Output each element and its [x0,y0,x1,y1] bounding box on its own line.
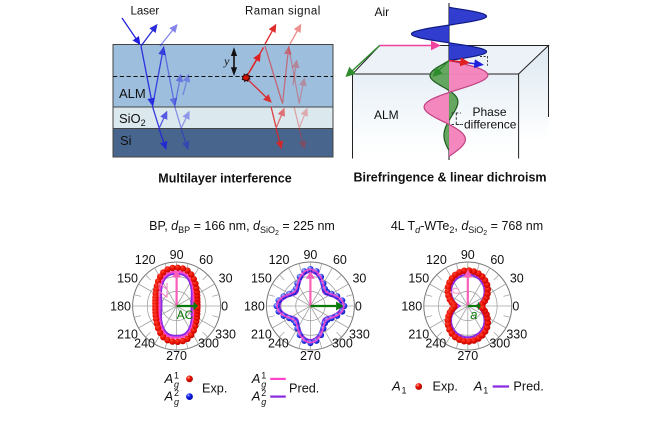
svg-text:1: 1 [174,371,179,381]
svg-text:210: 210 [117,328,138,342]
svg-text:g: g [261,397,266,407]
svg-text:Exp.: Exp. [202,382,227,396]
svg-text:330: 330 [349,328,370,342]
svg-text:A: A [164,371,174,386]
svg-text:240: 240 [134,337,155,351]
svg-text:300: 300 [198,337,219,351]
svg-text:150: 150 [117,272,138,286]
svg-text:90: 90 [461,248,475,262]
svg-text:300: 300 [489,337,510,351]
svg-text:Si: Si [120,133,132,148]
svg-text:0: 0 [221,300,228,314]
svg-text:Exp.: Exp. [433,380,458,394]
svg-text:60: 60 [490,253,504,267]
svg-text:b: b [447,287,462,294]
svg-text:4L Td-WTe2, dSiO2 = 768 nm: 4L Td-WTe2, dSiO2 = 768 nm [391,219,543,237]
svg-text:270: 270 [166,349,187,363]
svg-text:ALM: ALM [119,86,146,101]
svg-text:60: 60 [199,253,213,267]
svg-text:ALM: ALM [374,108,399,122]
svg-text:1: 1 [261,371,266,381]
svg-text:270: 270 [300,349,321,363]
svg-text:g: g [174,380,179,390]
svg-text:30: 30 [510,272,524,286]
svg-text:Birefringence & linear dichroi: Birefringence & linear dichroism [353,171,546,185]
svg-text:240: 240 [268,337,289,351]
svg-text:ZZ: ZZ [156,282,171,298]
svg-text:Air: Air [375,5,390,19]
svg-text:Raman signal: Raman signal [245,6,321,18]
svg-text:0: 0 [355,300,362,314]
svg-text:g: g [174,397,179,407]
svg-text:330: 330 [215,328,236,342]
svg-text:A: A [391,379,401,394]
svg-text:180: 180 [244,300,265,314]
svg-text:30: 30 [219,272,233,286]
svg-text:150: 150 [251,272,272,286]
svg-text:180: 180 [110,300,131,314]
svg-text:A: A [251,389,261,404]
svg-text:A: A [164,389,174,404]
svg-text:0: 0 [512,300,519,314]
svg-text:1: 1 [483,386,488,396]
svg-text:2: 2 [174,388,179,398]
svg-text:270: 270 [457,349,478,363]
svg-text:AC: AC [177,308,194,322]
svg-text:A: A [251,371,261,386]
svg-text:120: 120 [426,253,447,267]
svg-text:60: 60 [333,253,347,267]
svg-text:g: g [261,380,266,390]
svg-text:difference: difference [464,118,517,132]
svg-text:a: a [470,307,477,322]
svg-text:Multilayer interference: Multilayer interference [158,172,291,186]
svg-text:Pred.: Pred. [513,380,543,394]
svg-text:SiO2: SiO2 [119,111,146,128]
svg-text:210: 210 [251,328,272,342]
svg-text:Pred.: Pred. [289,382,319,396]
svg-text:90: 90 [303,248,317,262]
svg-text:300: 300 [332,337,353,351]
svg-text:2: 2 [261,388,266,398]
svg-text:Laser: Laser [131,6,160,18]
svg-text:180: 180 [401,300,422,314]
svg-text:BP, dBP = 166 nm, dSiO2 = 225: BP, dBP = 166 nm, dSiO2 = 225 nm [149,219,335,237]
svg-text:330: 330 [506,328,527,342]
svg-text:y: y [223,54,230,68]
svg-text:240: 240 [425,337,446,351]
svg-text:120: 120 [135,253,156,267]
svg-text:210: 210 [408,328,429,342]
svg-text:150: 150 [408,272,429,286]
svg-text:90: 90 [170,248,184,262]
svg-text:Phase: Phase [473,105,507,119]
svg-text:30: 30 [352,272,366,286]
svg-text:1: 1 [402,386,407,396]
svg-text:120: 120 [269,253,290,267]
svg-text:A: A [473,379,483,394]
